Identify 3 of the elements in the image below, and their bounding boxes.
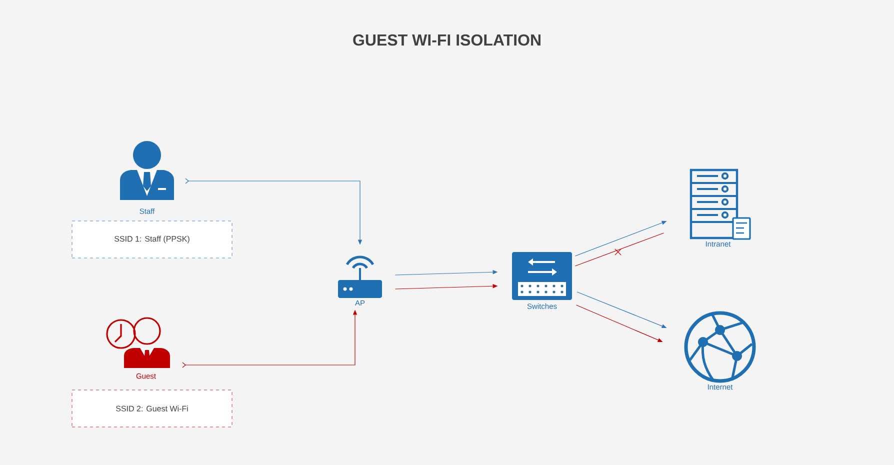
ssid-box: SSID 1: Staff (PPSK)	[72, 220, 232, 258]
title: GUEST WI-FI ISOLATION	[353, 34, 540, 46]
ssid-box: SSID 2: Guest Wi-Fi	[72, 390, 232, 428]
